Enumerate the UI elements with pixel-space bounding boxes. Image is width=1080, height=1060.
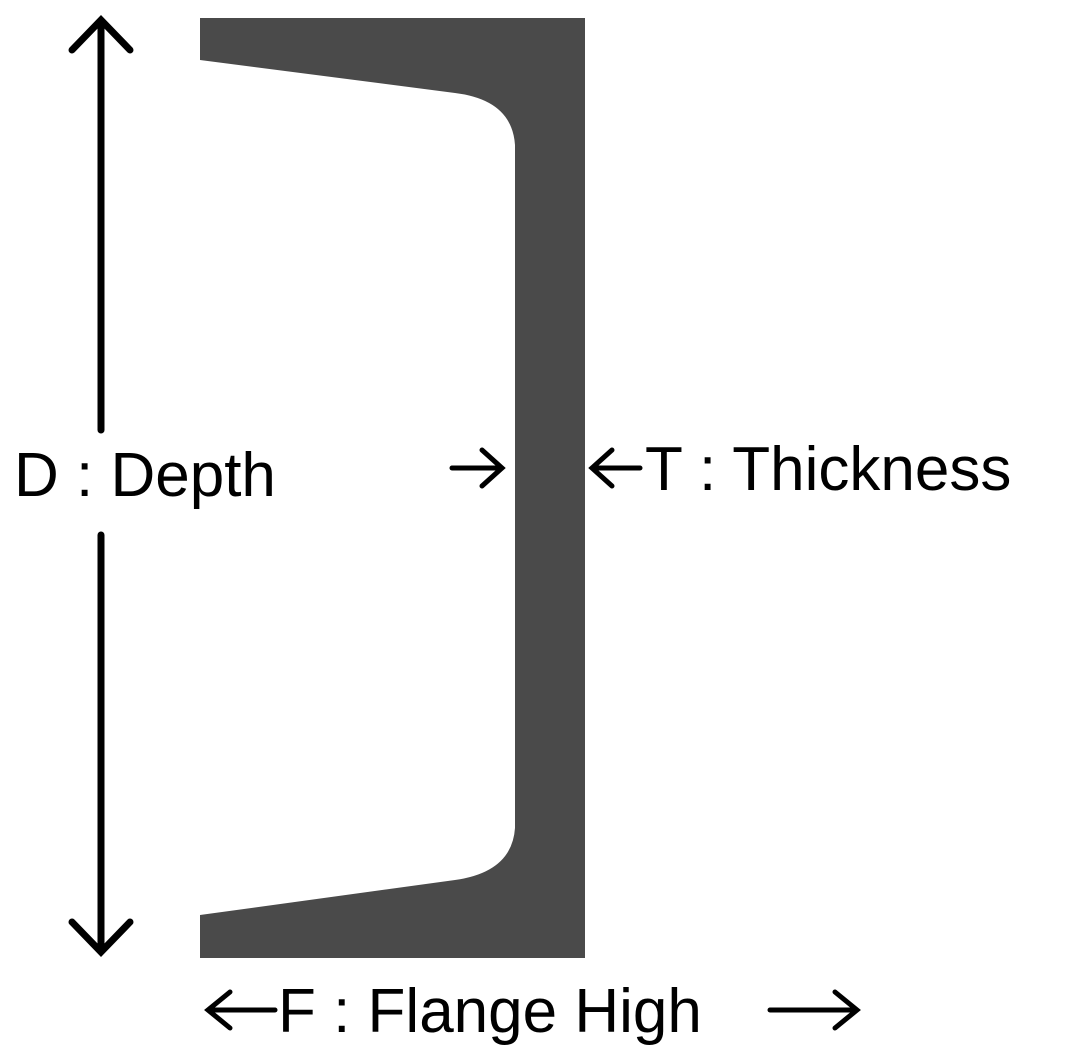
thickness-label: T : Thickness (645, 435, 1011, 504)
depth-label: D : Depth (14, 441, 276, 510)
channel-section-shape (200, 18, 585, 958)
thickness-arrows (449, 447, 643, 489)
flange-label: F : Flange High (278, 977, 702, 1046)
flange-arrows (204, 989, 861, 1031)
depth-dimension-arrow (68, 14, 134, 958)
